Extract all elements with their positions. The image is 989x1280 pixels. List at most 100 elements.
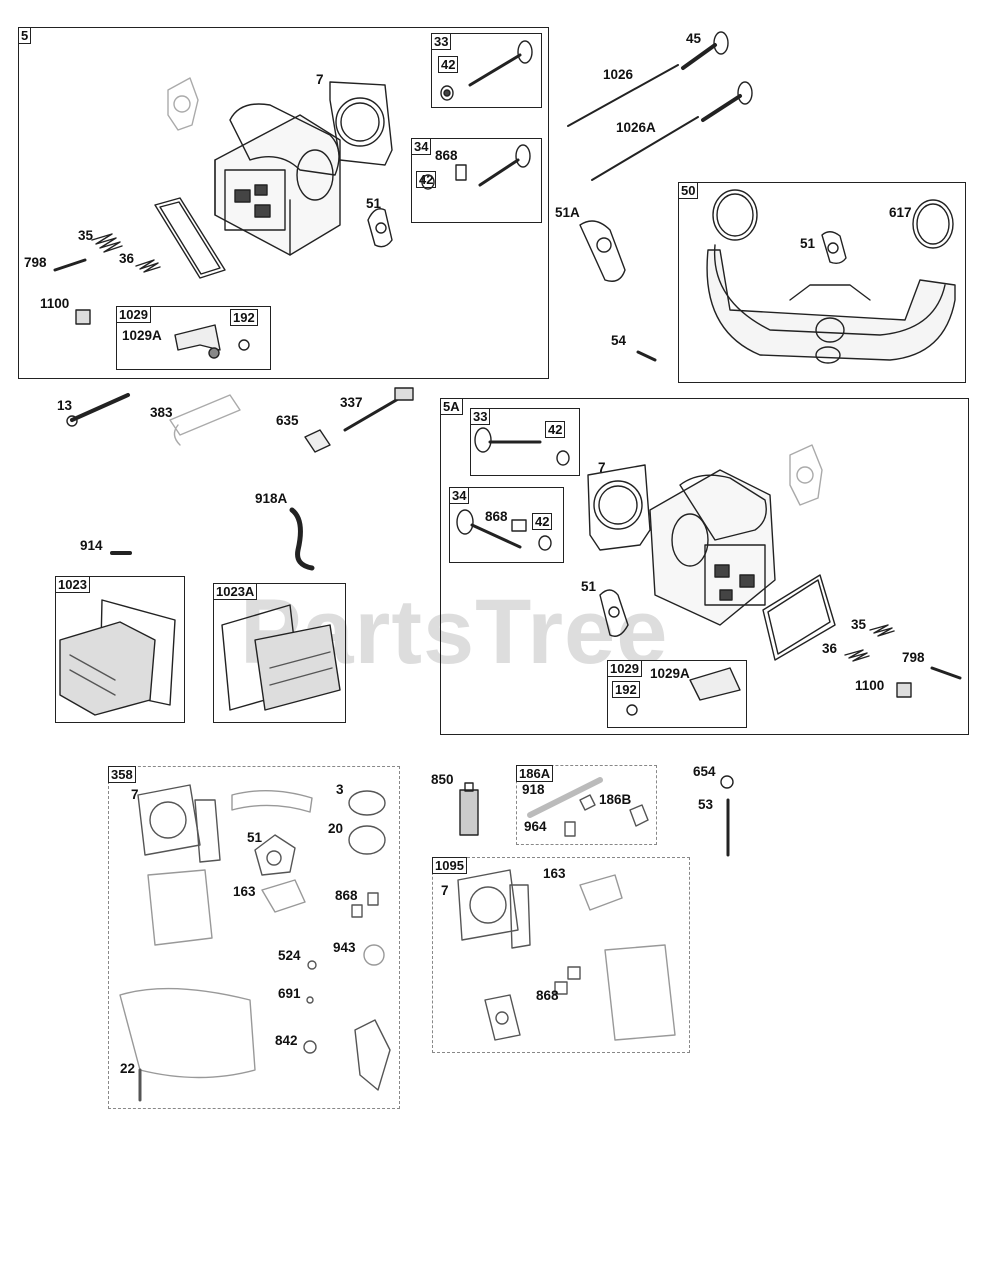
callout-1029A: 1029A [650,666,690,681]
subbox-34-top: 34 42 [411,138,542,223]
kit-358-illustration [119,784,391,1102]
callout-914: 914 [80,538,103,553]
misc-parts-illustration [66,387,414,571]
callout-1029A: 1029A [122,328,162,343]
push-rods-illustration [567,31,753,362]
kit-box-1095: 1095 [432,857,690,1053]
box-tag-34: 34 [449,487,470,504]
callout-22: 22 [120,1061,136,1076]
callout-654: 654 [693,764,716,779]
dipstick-53-654 [720,775,734,857]
callout-3: 3 [336,782,344,797]
callout-1026: 1026 [603,67,634,82]
callout-842: 842 [275,1033,298,1048]
callout-798: 798 [902,650,925,665]
valve-cover-1023A-illustration [221,604,341,711]
valves-5A [456,427,570,551]
callout-163: 163 [233,884,256,899]
assembly-box-1023: 1023 [55,576,185,723]
box-tag-1029: 1029 [116,306,151,323]
callout-798: 798 [24,255,47,270]
box-tag-192: 192 [230,309,258,326]
springs-5A [626,624,962,716]
assembly-box-50: 50 [678,182,966,383]
assembly-box-5: 5 [18,27,549,379]
gasket-faint-illustration [167,77,199,131]
cover-gasket-5A [762,574,836,661]
callout-36: 36 [822,641,838,656]
callout-13: 13 [57,398,73,413]
box-tag-1023: 1023 [55,576,90,593]
callout-850: 850 [431,772,454,787]
kit-1095-illustration [457,869,676,1041]
valve-cover-1023-illustration [59,599,176,716]
callout-7: 7 [598,460,606,475]
box-tag-42: 42 [532,513,553,530]
box-tag-42: 42 [438,56,459,73]
callout-1100: 1100 [855,678,885,693]
gasket-5A-illustration [587,464,651,551]
callout-35: 35 [851,617,867,632]
intake-manifold-illustration [706,189,956,364]
cover-gasket-illustration [154,197,226,279]
callout-383: 383 [150,405,173,420]
breather-kit-186A [527,777,649,837]
callout-1100: 1100 [40,296,70,311]
callout-918A: 918A [255,491,288,506]
valve-33-illustration [421,40,533,190]
callout-51: 51 [581,579,597,594]
callout-163: 163 [543,866,566,881]
gasket-illustration [329,81,393,166]
kit-box-358: 358 [108,766,400,1109]
box-tag-50: 50 [678,182,699,199]
intake-gasket-51 [367,208,393,248]
box-tag-1095: 1095 [432,857,467,874]
callout-7: 7 [131,787,139,802]
callout-53: 53 [698,797,714,812]
callout-7: 7 [316,72,324,87]
callout-964: 964 [524,819,547,834]
box-tag-34: 34 [411,138,432,155]
callout-868: 868 [335,888,358,903]
callout-617: 617 [889,205,912,220]
callout-186B: 186B [599,792,632,807]
cylinder-head-illustration [214,103,341,256]
box-tag-358: 358 [108,766,136,783]
callout-868: 868 [435,148,458,163]
callout-1026A: 1026A [616,120,656,135]
callout-36: 36 [119,251,135,266]
callout-868: 868 [485,509,508,524]
springs-bolt-illustration [53,233,250,359]
callout-35: 35 [78,228,94,243]
kit-box-186A: 186A [516,765,657,845]
box-tag-186A: 186A [516,765,554,782]
callout-20: 20 [328,821,344,836]
callout-51: 51 [800,236,816,251]
callout-635: 635 [276,413,299,428]
callout-524: 524 [278,948,301,963]
callout-7: 7 [441,883,449,898]
callout-51: 51 [366,196,382,211]
callout-918: 918 [522,782,545,797]
sealant-tube-850 [459,782,479,836]
box-tag-42: 42 [545,421,566,438]
box-tag-5A: 5A [440,398,463,415]
box-tag-192: 192 [612,681,640,698]
cylinder-head-5A-illustration [649,469,776,626]
callout-337: 337 [340,395,363,410]
callout-54: 54 [611,333,627,348]
callout-868: 868 [536,988,559,1003]
box-tag-1023A: 1023A [213,583,258,600]
intake-gasket-5A-51 [599,589,629,637]
callout-51: 51 [247,830,263,845]
box-tag-33: 33 [470,408,491,425]
callout-45: 45 [686,31,702,46]
callout-943: 943 [333,940,356,955]
assembly-box-5A: 5A [440,398,969,735]
gasket-faint-5A [789,444,823,506]
assembly-box-1023A: 1023A [213,583,346,723]
box-tag-1029: 1029 [607,660,642,677]
callout-51A: 51A [555,205,580,220]
callout-691: 691 [278,986,301,1001]
